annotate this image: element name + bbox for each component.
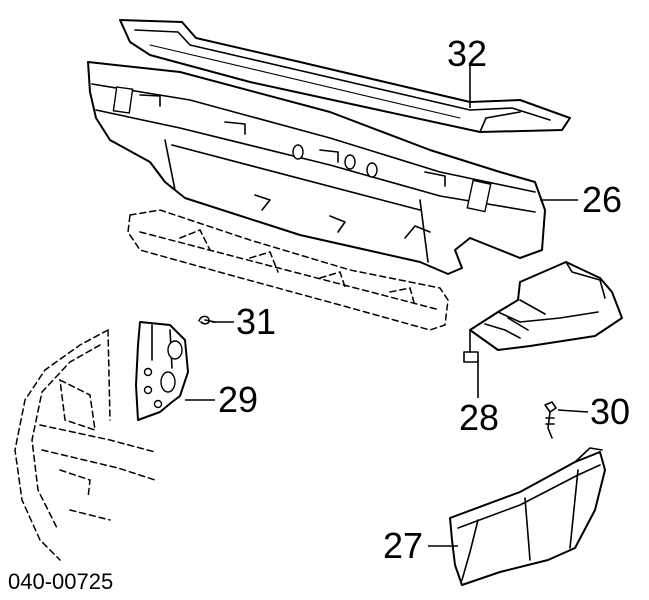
callout-29: 29	[218, 379, 258, 420]
part-26-bumper-fascia	[87, 61, 546, 275]
part-29-bracket	[135, 321, 189, 421]
diagram-code: 040-00725	[8, 569, 113, 594]
part-28-side-bracket	[463, 261, 623, 363]
leader-30	[557, 409, 589, 413]
part-32-upper-reinforcement	[119, 19, 571, 133]
callout-31: 31	[236, 301, 276, 342]
part-27-corner-trim	[449, 447, 606, 586]
vehicle-body-outline-dashed	[14, 329, 156, 561]
energy-absorber-dashed	[127, 209, 449, 331]
callout-26: 26	[582, 179, 622, 220]
part-30-push-pin	[544, 401, 557, 439]
callout-32: 32	[447, 33, 487, 74]
callout-30: 30	[590, 391, 630, 432]
callout-28: 28	[459, 397, 499, 438]
callout-27: 27	[383, 525, 423, 566]
leader-lines	[185, 66, 589, 547]
